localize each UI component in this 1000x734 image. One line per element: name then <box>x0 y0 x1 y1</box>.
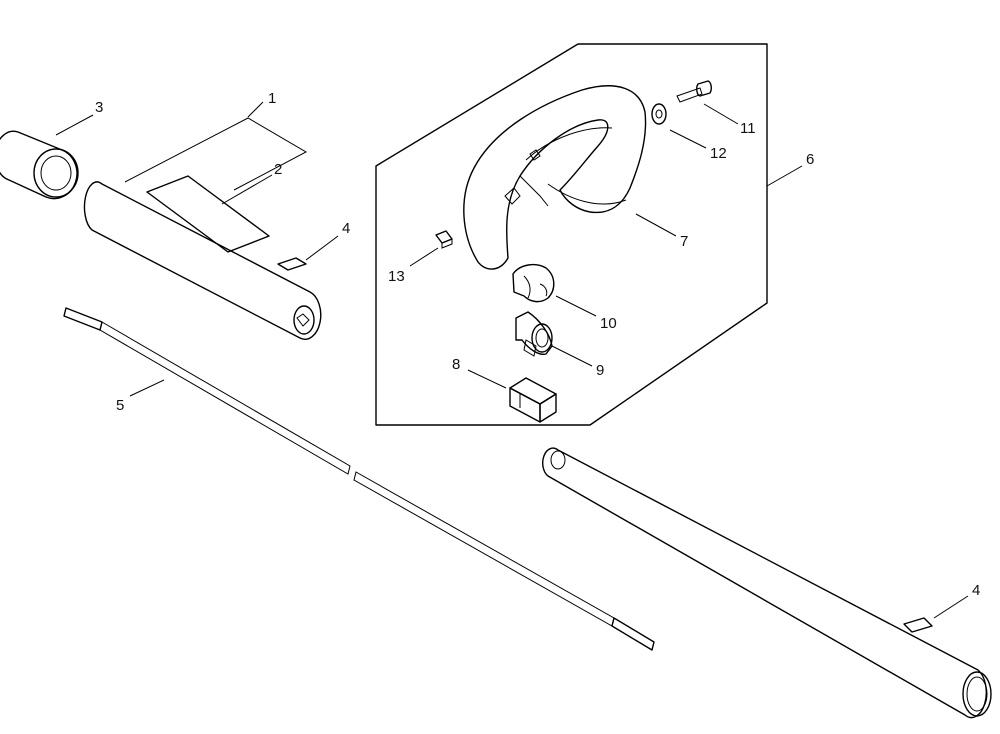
leader-1 <box>247 101 264 118</box>
callout-12: 12 <box>710 145 727 162</box>
callout-1: 1 <box>268 90 276 107</box>
callout-10: 10 <box>600 315 617 332</box>
leader-2 <box>221 174 273 205</box>
part-square-nut <box>435 230 453 249</box>
part-block <box>509 377 557 423</box>
leader-11 <box>703 103 739 125</box>
callout-6: 6 <box>806 151 814 168</box>
leader-12 <box>669 129 707 149</box>
callouts: 1 2 3 4 5 6 7 8 9 10 11 12 13 4 <box>95 90 980 599</box>
part-drive-shaft <box>63 307 655 651</box>
callout-8: 8 <box>452 356 460 373</box>
leader-10 <box>555 295 597 317</box>
part-handle <box>463 85 647 270</box>
leader-3 <box>55 114 94 136</box>
part-sleeve <box>0 130 79 200</box>
leader-4-upper <box>305 235 339 261</box>
part-clamp <box>512 263 555 303</box>
callout-4-upper: 4 <box>342 220 350 237</box>
callout-9: 9 <box>596 362 604 379</box>
part-upper-shaft-tube <box>83 117 322 340</box>
callout-13: 13 <box>388 268 405 285</box>
part-spacer <box>515 311 553 357</box>
leader-lines <box>55 101 969 619</box>
part-handle-kit-boundary <box>375 43 768 426</box>
leader-7 <box>635 213 677 237</box>
leader-4-lower <box>933 595 969 619</box>
leader-9 <box>551 345 593 367</box>
callout-7: 7 <box>680 233 688 250</box>
part-small-label-upper <box>277 257 307 271</box>
leader-6 <box>766 165 803 187</box>
callout-2: 2 <box>274 161 282 178</box>
callout-4-lower: 4 <box>972 582 980 599</box>
callout-11: 11 <box>740 120 756 137</box>
leader-5 <box>129 379 165 397</box>
part-label <box>146 175 270 253</box>
part-bolt <box>676 80 712 103</box>
leader-8 <box>467 369 507 389</box>
part-lower-shaft-tube <box>542 447 992 719</box>
callout-3: 3 <box>95 99 103 116</box>
callout-5: 5 <box>116 397 124 414</box>
part-small-label-lower <box>903 617 933 633</box>
part-washer <box>651 103 667 125</box>
leader-13 <box>409 247 439 267</box>
